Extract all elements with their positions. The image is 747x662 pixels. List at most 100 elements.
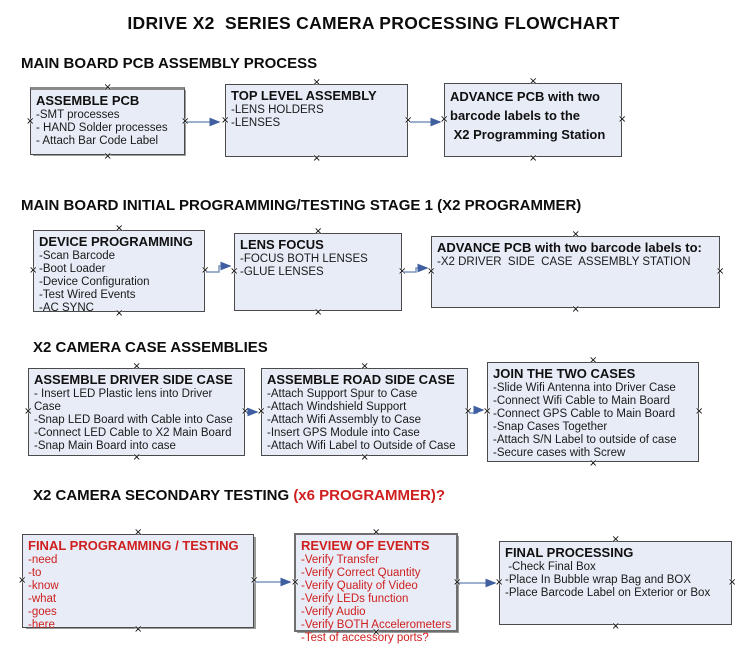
flow-box-assemble-driver-side-case: ASSEMBLE DRIVER SIDE CASE - Insert LED P… [28,368,245,456]
box-item: -GLUE LENSES [240,266,324,278]
box-title: ADVANCE PCB with two barcode labels to t… [450,89,606,142]
box-item: -Snap Main Board into case [34,440,176,452]
connection-handle [529,78,537,86]
box-title: ASSEMBLE DRIVER SIDE CASE [34,372,233,387]
box-item: -SMT processes [36,109,120,121]
box-item: -here [28,619,55,631]
connection-handle [464,408,472,416]
connection-handle [313,155,321,163]
connection-handle [29,267,37,275]
box-title: REVIEW OF EVENTS [301,538,430,553]
box-title: ADVANCE PCB with two barcode labels to: [437,240,702,255]
box-title: FINAL PROGRAMMING / TESTING [28,538,239,553]
box-item: -Snap Cases Together [493,421,608,433]
connection-handle [241,408,249,416]
connection-handle [134,529,142,537]
flow-box-review-of-events: REVIEW OF EVENTS -Verify Transfer -Verif… [291,533,461,644]
connector-arrow [206,261,232,273]
box-item: -Connect Wifi Cable to Main Board [493,395,671,407]
box-item: -X2 DRIVER SIDE CASE ASSEMBLY STATION [437,256,691,268]
connection-handle [221,117,229,125]
box-item: -Attach Wifi Label to Outside of Case [267,440,456,452]
connection-handle [372,529,380,537]
box-item: -AC SYNC [39,302,94,314]
box-item: -Insert GPS Module into Case [267,427,420,439]
box-item: -Place Barcode Label on Exterior or Box [505,587,711,599]
box-item: -Verify Quality of Video [301,580,418,592]
box-item: - Insert LED Plastic lens into Driver Ca… [34,388,216,413]
connection-handle [104,84,112,92]
connection-handle [133,454,141,462]
box-title: LENS FOCUS [240,237,324,252]
connection-handle [728,579,736,587]
box-item: -know [28,580,59,592]
section-heading-black-part: X2 CAMERA SECONDARY TESTING [33,487,294,504]
box-title: ASSEMBLE ROAD SIDE CASE [267,372,455,387]
connection-handle [361,454,369,462]
section-heading-red-part: (x6 PROGRAMMER)? [293,487,445,504]
connection-handle [104,153,112,161]
box-item: -LENSES [231,117,281,129]
connection-handle [291,579,299,587]
connection-handle [589,460,597,468]
box-item: -FOCUS BOTH LENSES [240,253,368,265]
box-item: - Attach Bar Code Label [36,135,159,147]
connection-handle [398,268,406,276]
box-item: -Verify Audio [301,606,366,618]
connection-handle [404,117,412,125]
connection-handle [618,116,626,124]
connection-handle [529,155,537,163]
box-item: -Verify LEDs function [301,593,409,605]
box-title: TOP LEVEL ASSEMBLY [231,88,377,103]
box-item: -Place In Bubble wrap Bag and BOX [505,574,692,586]
box-item: -Attach Windshield Support [267,401,407,413]
flow-box-device-programming: DEVICE PROGRAMMING -Scan Barcode -Boot L… [33,230,205,314]
box-item: -Attach S/N Label to outside of case [493,434,677,446]
flow-box-lens-focus: LENS FOCUS -FOCUS BOTH LENSES -GLUE LENS… [234,233,402,311]
box-item: -Verify Transfer [301,554,379,566]
box-item: -Scan Barcode [39,250,116,262]
connection-handle [230,268,238,276]
connector-arrow [403,263,429,273]
box-item-overflow: -Test of accessory ports? [301,632,429,644]
flow-box-advance-pcb-programming-station: ADVANCE PCB with two barcode labels to t… [444,83,622,157]
connection-handle [115,225,123,233]
connection-handle [495,579,503,587]
section-heading-initial-programming: MAIN BOARD INITIAL PROGRAMMING/TESTING S… [21,197,582,214]
flow-box-assemble-pcb: ASSEMBLE PCB -SMT processes - HAND Solde… [30,87,185,155]
box-title: JOIN THE TWO CASES [493,366,636,381]
connection-handle [572,231,580,239]
connection-handle [440,116,448,124]
section-heading-pcb-assembly: MAIN BOARD PCB ASSEMBLY PROCESS [21,55,318,72]
box-item: -Boot Loader [39,263,106,275]
connection-handle [314,309,322,317]
connection-handle [453,579,461,587]
box-item: -Device Configuration [39,276,150,288]
flow-box-final-processing: FINAL PROCESSING -Check Final Box -Place… [499,541,732,625]
flow-box-top-level-assembly: TOP LEVEL ASSEMBLY -LENS HOLDERS -LENSES [225,84,408,157]
box-item: -LENS HOLDERS [231,104,324,116]
page-title: IDRIVE X2 SERIES CAMERA PROCESSING FLOWC… [127,13,620,33]
connection-handle [695,408,703,416]
box-item: - HAND Solder processes [36,122,168,134]
connection-handle [427,268,435,276]
connection-handle [181,118,189,126]
box-item: -need [28,554,58,566]
box-title: DEVICE PROGRAMMING [39,234,193,249]
connection-handle [361,363,369,371]
connection-handle [589,357,597,365]
connection-handle [314,228,322,236]
flow-box-join-the-two-cases: JOIN THE TWO CASES -Slide Wifi Antenna i… [487,362,699,462]
box-item: -what [28,593,57,605]
box-title: ASSEMBLE PCB [36,93,140,108]
connection-handle [18,577,26,585]
connection-handle [257,408,265,416]
connection-handle [572,306,580,314]
box-item: -Slide Wifi Antenna into Driver Case [493,382,676,394]
connector-arrow [469,405,485,415]
box-item: -Attach Support Spur to Case [267,388,418,400]
box-item: -goes [28,606,57,618]
connection-handle [313,79,321,87]
flow-box-assemble-road-side-case: ASSEMBLE ROAD SIDE CASE -Attach Support … [261,368,468,456]
